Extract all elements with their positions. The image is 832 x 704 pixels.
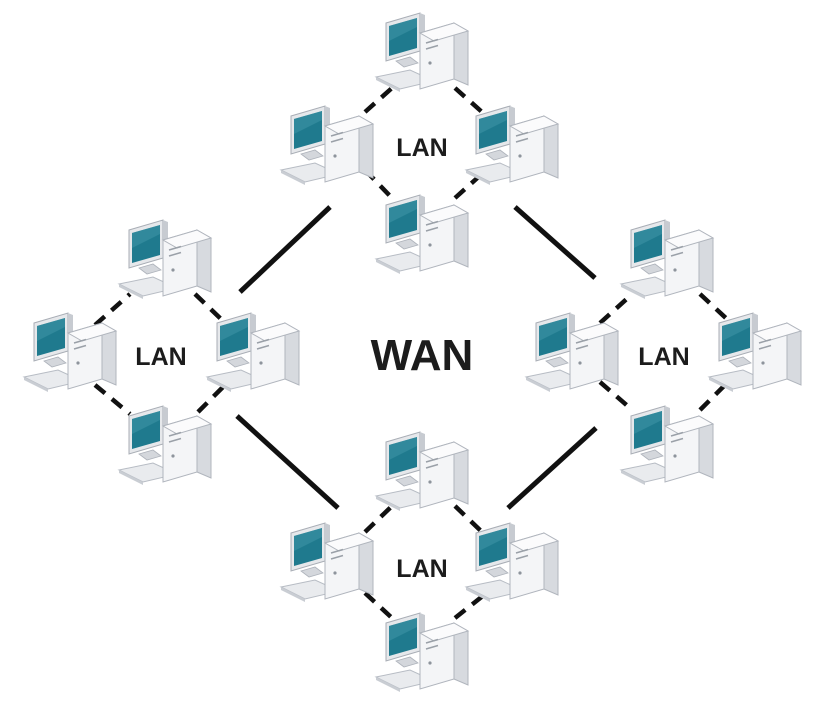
lan-link bbox=[453, 86, 484, 114]
desktop-computer-icon bbox=[525, 312, 619, 393]
desktop-computer-icon bbox=[375, 194, 469, 275]
lan-link bbox=[598, 380, 632, 410]
lan-link bbox=[598, 294, 632, 325]
lan-link bbox=[698, 382, 728, 412]
lan-link bbox=[93, 292, 132, 327]
desktop-computer-icon bbox=[620, 405, 714, 486]
lan-label-bottom: LAN bbox=[396, 555, 447, 583]
lan-label-left: LAN bbox=[135, 343, 186, 371]
wan-link-right-bottom bbox=[506, 426, 598, 510]
lan-link bbox=[363, 591, 394, 620]
lan-label-right: LAN bbox=[638, 343, 689, 371]
lan-link bbox=[193, 292, 224, 322]
desktop-computer-icon bbox=[118, 219, 212, 300]
desktop-computer-icon bbox=[206, 312, 300, 393]
desktop-computer-icon bbox=[708, 312, 802, 393]
desktop-computer-icon bbox=[375, 12, 469, 93]
lan-link bbox=[93, 383, 132, 416]
desktop-computer-icon bbox=[280, 522, 374, 603]
desktop-computer-icon bbox=[465, 105, 559, 186]
lan-link bbox=[453, 593, 486, 620]
desktop-computer-icon bbox=[465, 522, 559, 603]
wan-link-top-left bbox=[238, 205, 332, 294]
lan-link bbox=[363, 86, 394, 114]
desktop-computer-icon bbox=[23, 312, 117, 393]
desktop-computer-icon bbox=[375, 612, 469, 693]
wan-label: WAN bbox=[371, 331, 474, 380]
lan-link bbox=[196, 384, 226, 414]
lan-label-top: LAN bbox=[396, 134, 447, 162]
wan-link-top-right bbox=[513, 205, 597, 280]
desktop-computer-icon bbox=[118, 405, 212, 486]
lan-link bbox=[698, 292, 730, 322]
desktop-computer-icon bbox=[280, 105, 374, 186]
desktop-computer-icon bbox=[375, 431, 469, 512]
wan-link-left-bottom bbox=[235, 414, 340, 510]
wan-links bbox=[235, 205, 598, 510]
desktop-computer-icon bbox=[620, 219, 714, 300]
lan-link bbox=[453, 504, 484, 534]
lan-link bbox=[363, 504, 394, 534]
